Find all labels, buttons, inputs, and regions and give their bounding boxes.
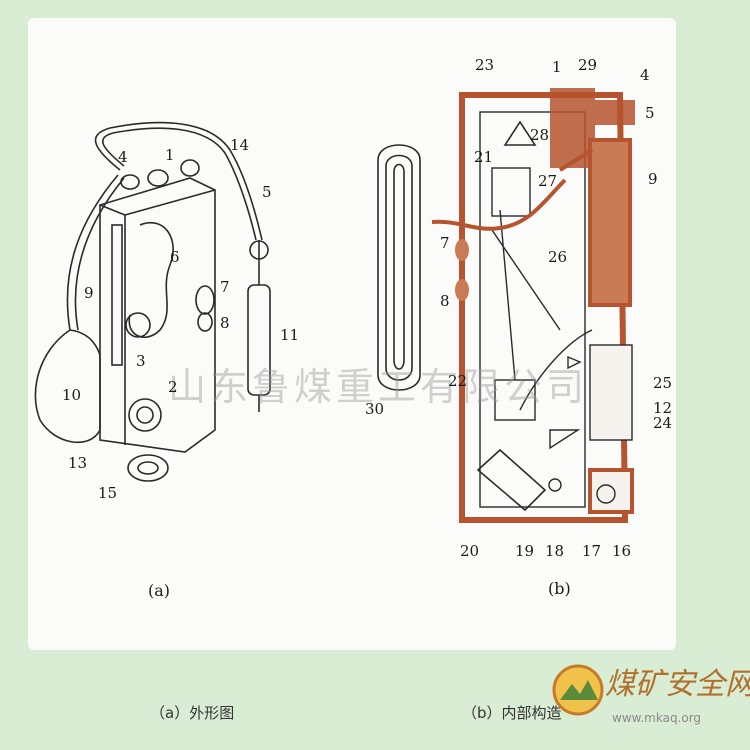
callout-label: 13 [68, 454, 87, 472]
callout-label: 2 [168, 378, 178, 396]
logo-name: 煤矿安全网 [605, 667, 750, 702]
site-logo: 煤矿安全网 www.mkaq.org [552, 664, 750, 725]
figure-a-labels: 4 1 14 5 6 9 7 8 11 3 10 2 13 15 [62, 136, 299, 502]
callout-label: 5 [645, 104, 655, 122]
callout-label: 1 [552, 58, 562, 76]
mountain-icon [560, 680, 598, 700]
callout-label: 7 [220, 278, 230, 296]
bottom-caption-left: （a）外形图 [150, 704, 234, 722]
callout-label: 11 [280, 326, 299, 344]
callout-label: 23 [475, 56, 494, 74]
callout-label: 18 [545, 542, 564, 560]
callout-label: 26 [548, 248, 567, 266]
callout-label: 21 [474, 148, 493, 166]
figure-b-caption: (b) [548, 579, 571, 598]
callout-label: 28 [530, 126, 549, 144]
figure-b-drawing [377, 88, 635, 523]
callout-label: 9 [648, 170, 658, 188]
callout-label: 16 [612, 542, 631, 560]
callout-label: 9 [84, 284, 94, 302]
callout-label: 27 [538, 172, 557, 190]
callout-label: 4 [118, 148, 128, 166]
callout-label: 24 [653, 414, 672, 432]
bottom-caption-right: （b）内部构造 [462, 704, 562, 722]
callout-label: 17 [582, 542, 601, 560]
logo-emblem-icon [552, 664, 604, 716]
watermark-text: 山东鲁煤重工有限公司 [168, 365, 588, 409]
callout-label: 5 [262, 183, 272, 201]
figure-a-caption: (a) [148, 581, 170, 600]
callout-label: 3 [136, 352, 146, 370]
callout-label: 30 [365, 400, 384, 418]
callout-label: 4 [640, 66, 650, 84]
callout-label: 20 [460, 542, 479, 560]
callout-label: 15 [98, 484, 117, 502]
callout-label: 1 [165, 146, 175, 164]
callout-label: 14 [230, 136, 249, 154]
figure-b-labels: 23 1 29 4 5 28 21 27 9 7 26 8 22 25 30 1… [365, 56, 672, 560]
callout-label: 19 [515, 542, 534, 560]
callout-label: 22 [448, 372, 467, 390]
callout-label: 29 [578, 56, 597, 74]
callout-label: 12 [653, 399, 672, 417]
callout-label: 8 [440, 292, 450, 310]
callout-label: 10 [62, 386, 81, 404]
callout-label: 8 [220, 314, 230, 332]
logo-url: www.mkaq.org [612, 711, 701, 725]
figure-a-drawing [34, 121, 271, 482]
callout-label: 7 [440, 234, 450, 252]
callout-label: 6 [170, 248, 180, 266]
callout-label: 25 [653, 374, 672, 392]
